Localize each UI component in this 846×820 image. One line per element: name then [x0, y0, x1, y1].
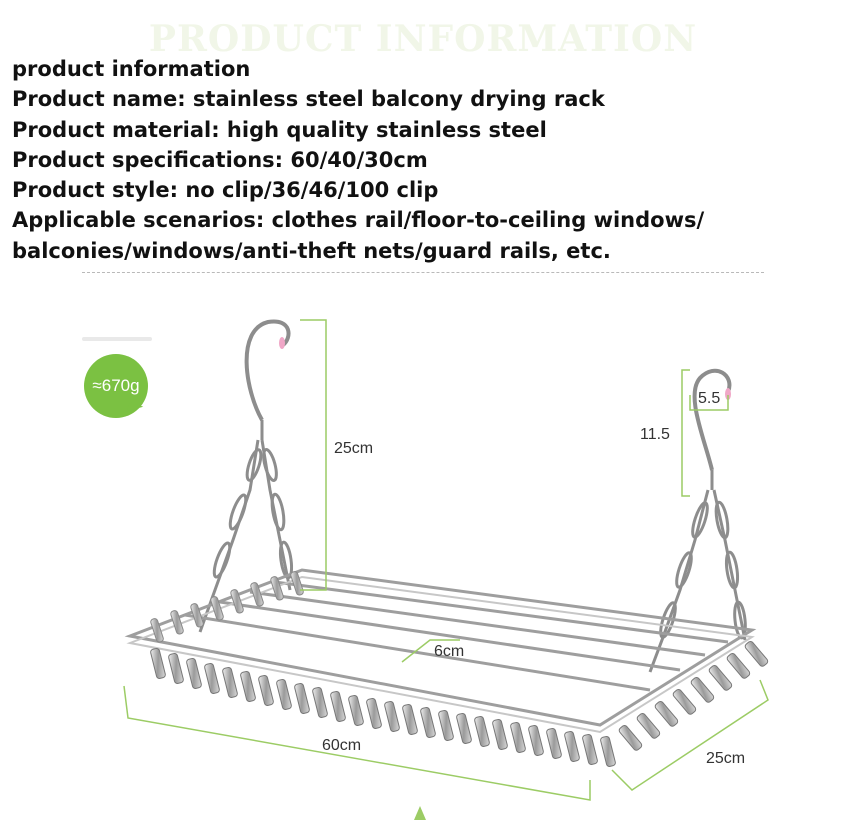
weight-badge: ≈670g — [84, 354, 148, 418]
drop-arrow — [414, 806, 426, 820]
clothes-pegs-side — [618, 640, 769, 751]
clothes-pegs-back — [150, 571, 304, 643]
section-divider — [82, 272, 764, 273]
dimension-hook-inner-height: 11.5 — [640, 426, 670, 443]
badge-shadow — [82, 337, 152, 341]
banner-title: PRODUCT INFORMATION — [148, 18, 698, 60]
applicable-scenarios-line-2: balconies/windows/anti-theft nets/guard … — [12, 238, 611, 263]
product-specifications: Product specifications: 60/40/30cm — [12, 147, 428, 172]
applicable-scenarios-line-1: Applicable scenarios: clothes rail/floor… — [12, 208, 705, 233]
left-hook-chain — [198, 319, 294, 633]
info-heading: product information — [12, 57, 251, 81]
product-style: Product style: no clip/36/46/100 clip — [12, 178, 439, 203]
dimension-width: 25cm — [706, 750, 746, 767]
dimension-rail-spacing: 6cm — [434, 643, 465, 660]
dimension-hook-height: 25cm — [334, 440, 374, 457]
right-hook-chain — [648, 368, 747, 673]
product-material: Product material: high quality stainless… — [12, 117, 547, 142]
dimension-length: 60cm — [322, 737, 362, 754]
clothes-pegs-front — [150, 647, 616, 767]
dimension-lines — [123, 319, 769, 801]
weight-label: ≈670g — [92, 376, 140, 395]
rack-frame — [124, 568, 757, 734]
product-name: Product name: stainless steel balcony dr… — [12, 87, 605, 112]
dimension-hook-opening: 5.5 — [698, 390, 721, 407]
product-info-block: product information Product name: stainl… — [12, 54, 812, 266]
